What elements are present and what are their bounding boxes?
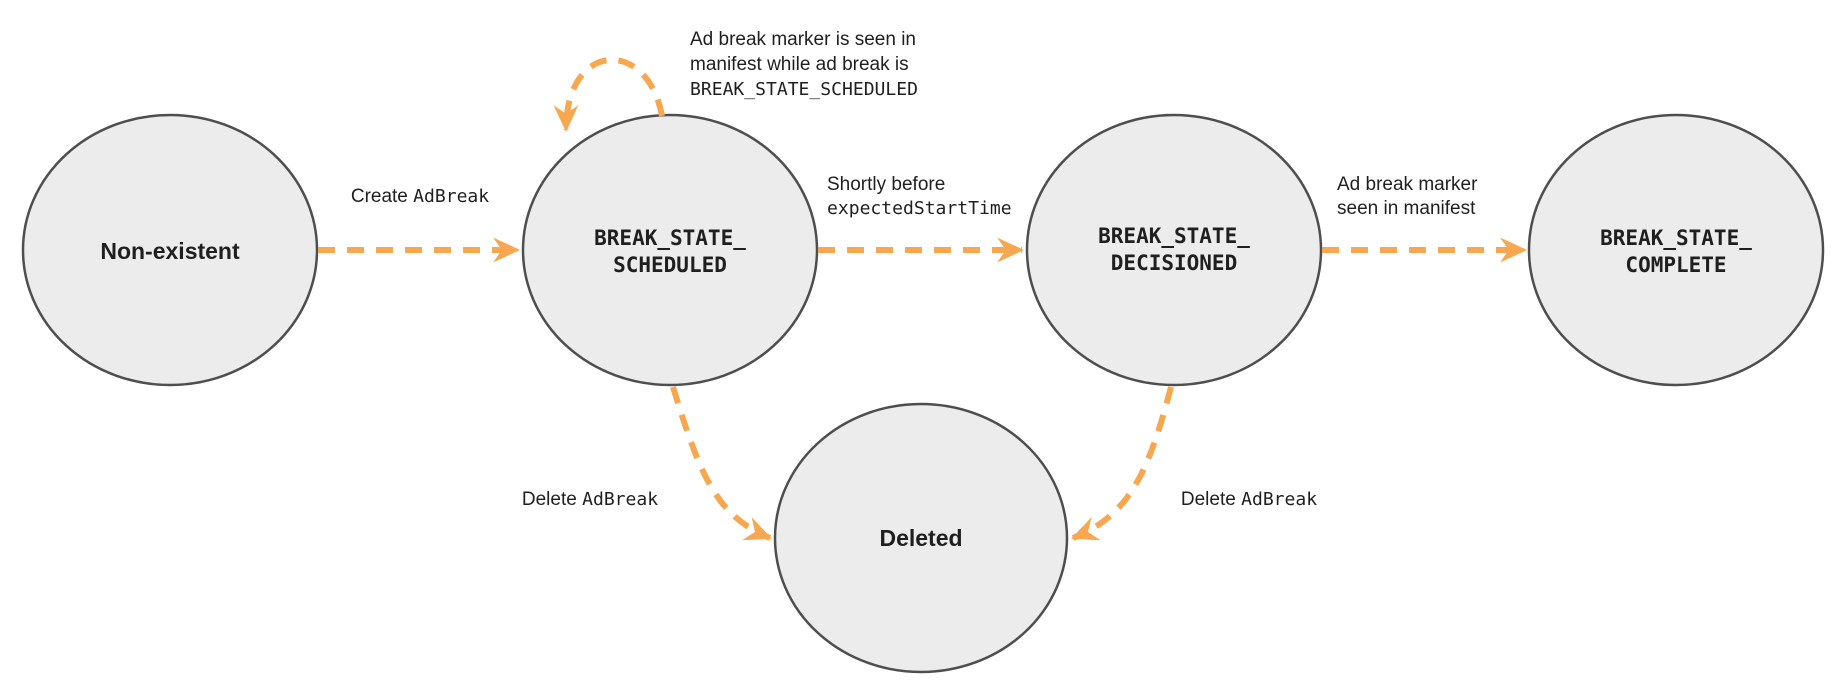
edge-label-line1: Shortly before	[827, 174, 946, 195]
transition-arrow-delete-from-decisioned	[1071, 386, 1174, 541]
edge-label-to-decisioned: Shortly before expectedStartTime	[827, 173, 1012, 221]
edge-label-text: Delete	[521, 489, 577, 510]
node-label-text: Non-existent	[100, 238, 240, 264]
edge-label-delete-from-scheduled: Delete AdBreak	[522, 488, 658, 512]
node-label-decisioned: BREAK_STATE_ DECISIONED	[1098, 223, 1250, 277]
edge-label-text: Create	[350, 186, 408, 207]
node-label-complete: BREAK_STATE_ COMPLETE	[1600, 225, 1752, 279]
node-ellipse-complete	[1527, 113, 1825, 387]
node-label-text: Deleted	[879, 525, 963, 551]
edge-label-create: Create AdBreak	[351, 185, 489, 209]
edge-label-line2: manifest while ad break is	[690, 54, 909, 75]
transition-arrow-delete-from-scheduled	[670, 386, 772, 541]
node-ellipse-non-existent	[21, 113, 319, 387]
node-ellipse-deleted	[773, 402, 1069, 674]
node-label-non-existent: Non-existent	[100, 238, 239, 264]
edge-label-text: Delete	[1180, 489, 1236, 510]
node-label-line1: BREAK_STATE_	[1098, 224, 1250, 248]
edge-label-code: BREAK_STATE_SCHEDULED	[690, 79, 918, 100]
node-ellipse-decisioned	[1025, 113, 1323, 387]
node-label-line1: BREAK_STATE_	[1600, 226, 1752, 250]
node-label-deleted: Deleted	[879, 525, 962, 551]
edge-label-line1: Ad break marker is seen in	[690, 29, 916, 50]
edge-label-to-complete: Ad break marker seen in manifest	[1337, 173, 1477, 221]
edge-label-code: AdBreak	[582, 489, 659, 510]
node-label-line1: BREAK_STATE_	[594, 226, 746, 250]
node-label-line2: COMPLETE	[1625, 253, 1727, 277]
node-label-line2: SCHEDULED	[613, 253, 727, 277]
node-label-line2: DECISIONED	[1110, 251, 1238, 275]
edge-label-line1: Ad break marker	[1337, 174, 1478, 195]
edge-label-line2: seen in manifest	[1337, 198, 1476, 219]
node-ellipse-scheduled	[521, 113, 819, 387]
edge-label-code: AdBreak	[413, 186, 490, 207]
edge-label-code: AdBreak	[1241, 489, 1318, 510]
edge-label-delete-from-decisioned: Delete AdBreak	[1181, 488, 1317, 512]
node-label-scheduled: BREAK_STATE_ SCHEDULED	[594, 225, 746, 279]
edge-label-code: expectedStartTime	[827, 198, 1012, 219]
edge-label-self-loop: Ad break marker is seen in manifest whil…	[690, 27, 918, 102]
